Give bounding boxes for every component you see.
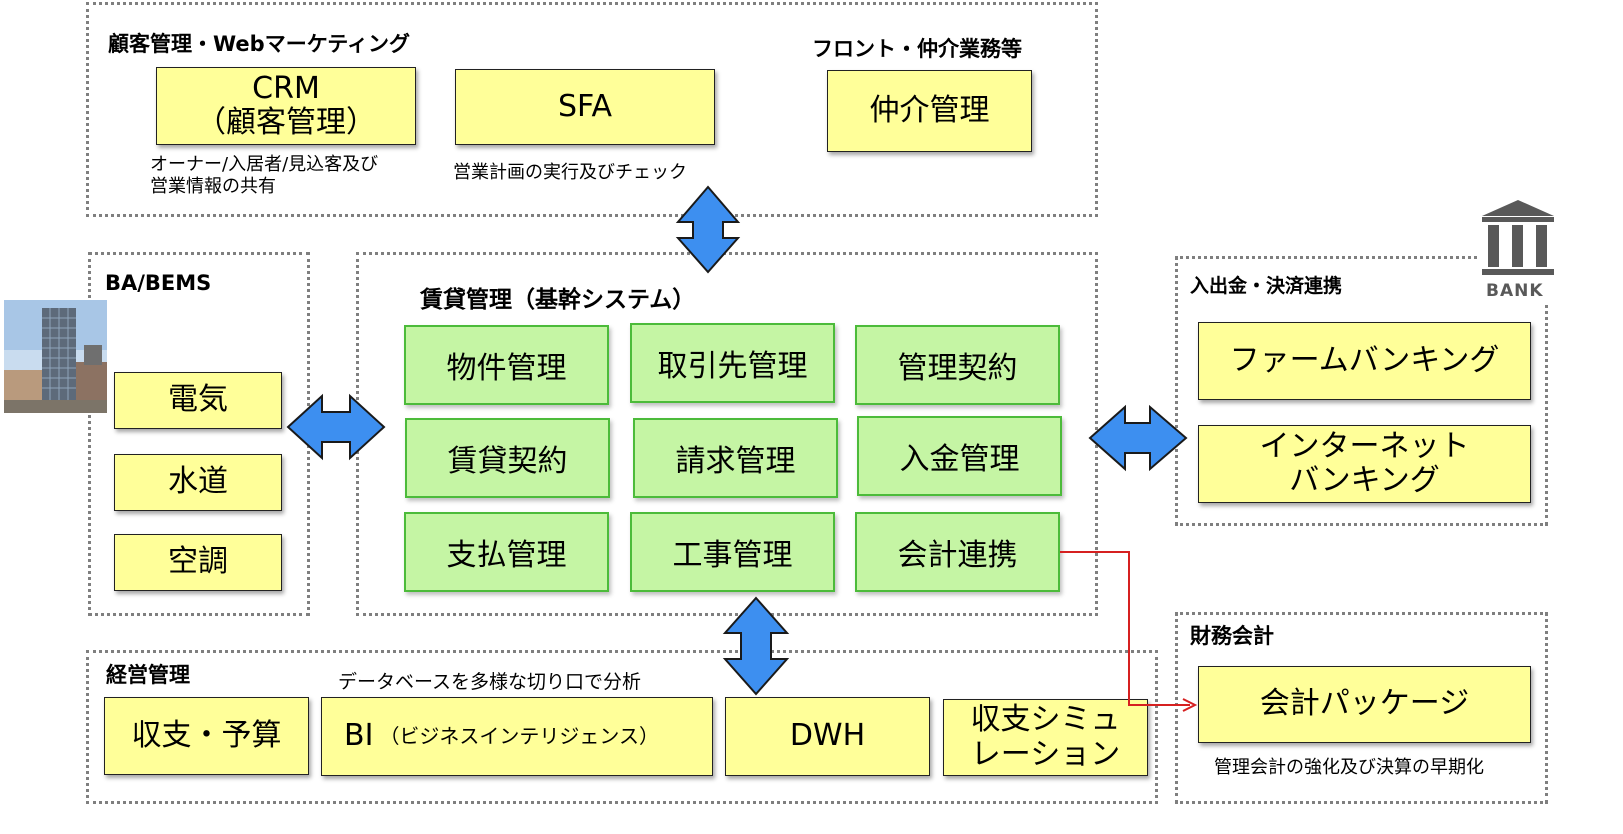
- module-construction-management[interactable]: 工事管理: [630, 512, 835, 592]
- finance-note: 管理会計の強化及び決算の早期化: [1214, 757, 1484, 778]
- double-arrow-right: [1088, 404, 1188, 472]
- double-arrow-bottom: [722, 596, 790, 696]
- internet-banking-box[interactable]: インターネット バンキング: [1198, 425, 1531, 503]
- module-property-management[interactable]: 物件管理: [404, 325, 609, 405]
- electricity-box[interactable]: 電気: [114, 372, 282, 429]
- building-image: [4, 300, 107, 413]
- double-arrow-top: [675, 185, 741, 274]
- module-payment-receipt-management[interactable]: 入金管理: [857, 416, 1062, 496]
- bi-sub-label: （ビジネスインテリジェンス）: [379, 724, 660, 748]
- bank-label: BANK: [1486, 281, 1544, 301]
- finance-group: [1175, 612, 1548, 804]
- sfa-box[interactable]: SFA: [455, 69, 715, 145]
- simulation-box[interactable]: 収支シミュ レーション: [943, 699, 1148, 776]
- dwh-box[interactable]: DWH: [725, 697, 930, 776]
- management-title: 経営管理: [106, 663, 190, 687]
- budget-box[interactable]: 収支・予算: [104, 697, 309, 775]
- accounting-connector-line: [1060, 551, 1190, 706]
- brokerage-box[interactable]: 仲介管理: [827, 70, 1032, 152]
- crm-note: オーナー/入居者/見込客及び 営業情報の共有: [150, 154, 379, 197]
- front-brokerage-title: フロント・仲介業務等: [812, 37, 1022, 61]
- crm-box[interactable]: CRM （顧客管理）: [156, 67, 416, 145]
- module-management-contract[interactable]: 管理契約: [855, 325, 1060, 405]
- water-box[interactable]: 水道: [114, 454, 282, 511]
- firm-banking-box[interactable]: ファームバンキング: [1198, 322, 1531, 400]
- hvac-box[interactable]: 空調: [114, 534, 282, 591]
- bi-label: BI: [344, 718, 374, 754]
- payment-group: [1175, 256, 1548, 526]
- sfa-note: 営業計画の実行及びチェック: [453, 162, 687, 183]
- finance-title: 財務会計: [1190, 624, 1274, 648]
- bi-note: データベースを多様な切り口で分析: [338, 671, 642, 693]
- payment-title: 入出金・決済連携: [1190, 275, 1343, 297]
- crm-marketing-title: 顧客管理・Webマーケティング: [108, 32, 411, 56]
- double-arrow-left: [286, 393, 386, 461]
- management-group: [86, 650, 1158, 804]
- module-lease-contract[interactable]: 賃貸契約: [405, 418, 610, 498]
- module-disbursement-management[interactable]: 支払管理: [404, 512, 609, 592]
- bi-box[interactable]: BI （ビジネスインテリジェンス）: [321, 697, 713, 776]
- module-business-partner-management[interactable]: 取引先管理: [630, 323, 835, 403]
- ba-bems-title: BA/BEMS: [105, 271, 212, 295]
- core-system-title: 賃貸管理（基幹システム）: [420, 287, 696, 313]
- accounting-package-box[interactable]: 会計パッケージ: [1198, 666, 1531, 743]
- crm-marketing-group: [86, 2, 1098, 217]
- accounting-connector-arrowhead: [1182, 698, 1198, 712]
- bank-icon: [1478, 198, 1558, 302]
- module-billing-management[interactable]: 請求管理: [633, 418, 838, 498]
- module-accounting-integration[interactable]: 会計連携: [855, 512, 1060, 592]
